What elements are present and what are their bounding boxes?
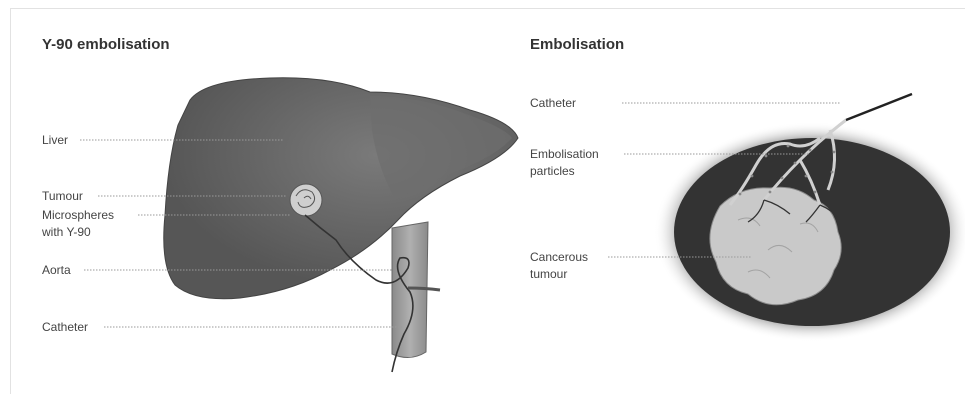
label-microspheres-1: Microspheres	[42, 207, 114, 224]
label-particles-1: Embolisation	[530, 146, 599, 163]
liver-shape	[164, 78, 518, 299]
label-catheter-right: Catheter	[530, 95, 576, 112]
label-cancerous-2: tumour	[530, 266, 567, 283]
label-cancerous-1: Cancerous	[530, 249, 588, 266]
label-catheter-left: Catheter	[42, 319, 88, 336]
label-liver: Liver	[42, 132, 68, 149]
label-microspheres-2: with Y-90	[42, 224, 91, 241]
label-tumour: Tumour	[42, 188, 83, 205]
left-panel-title: Y-90 embolisation	[42, 36, 170, 53]
label-aorta: Aorta	[42, 262, 71, 279]
liver-tumour-shape	[290, 184, 322, 216]
label-particles-2: particles	[530, 163, 575, 180]
right-panel-title: Embolisation	[530, 36, 624, 53]
embolisation-catheter	[846, 94, 912, 120]
